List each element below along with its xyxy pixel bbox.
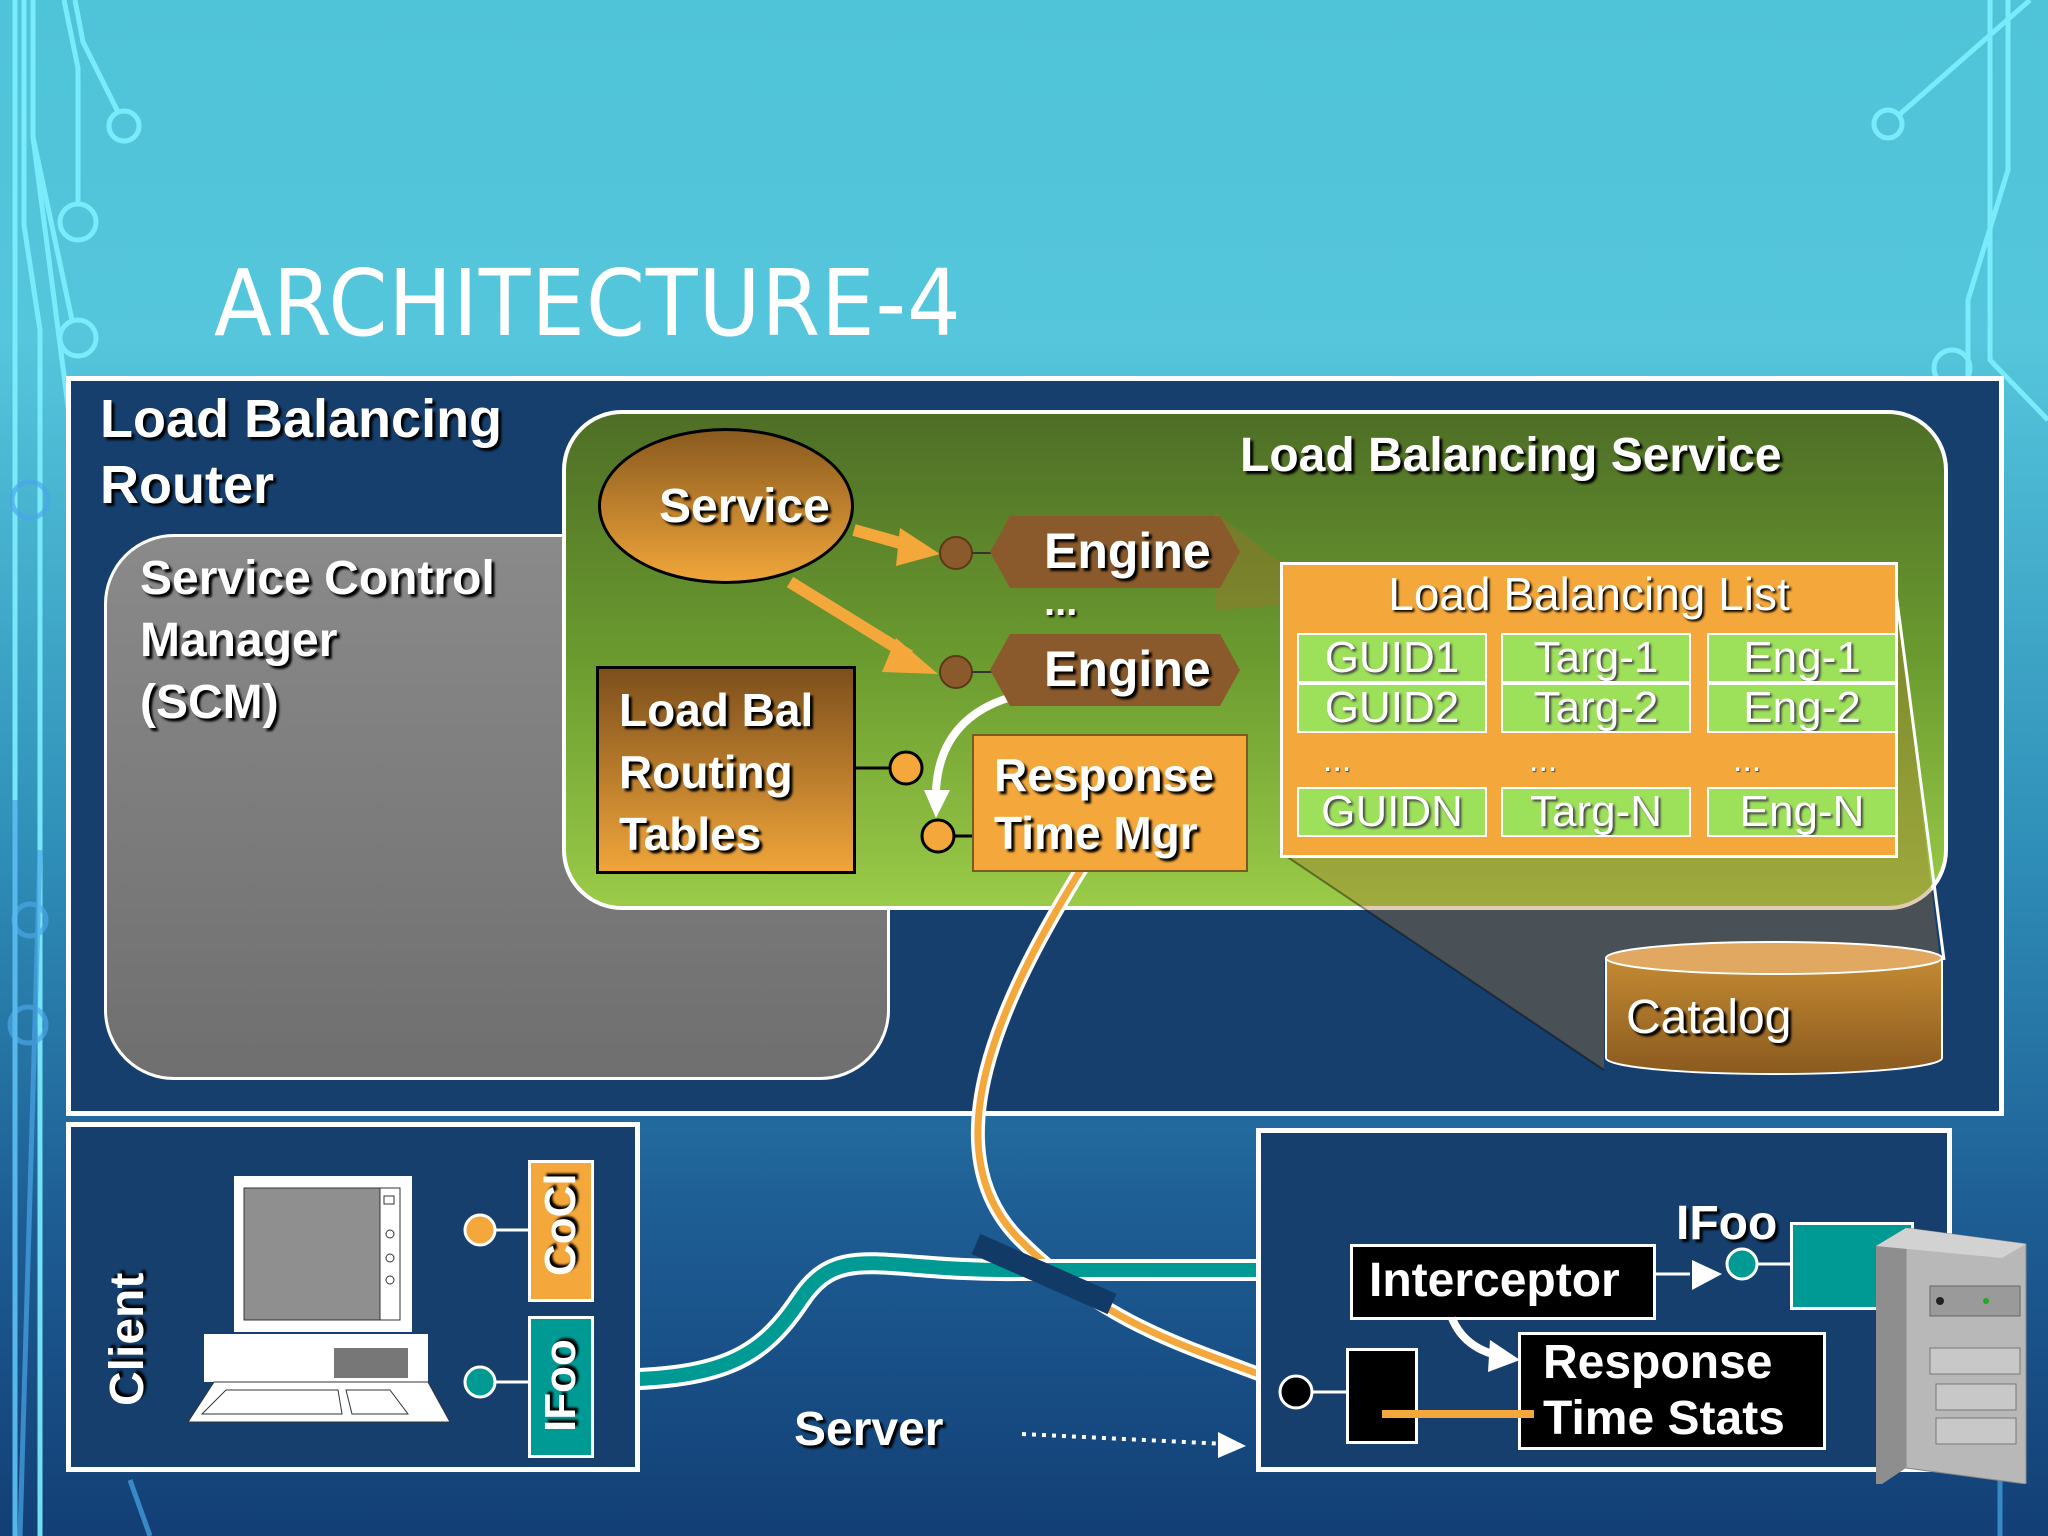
desktop-computer-icon: [188, 1176, 451, 1423]
response-time-stats-box: Response Time Stats: [1518, 1332, 1826, 1450]
routing-tables-interface-dot: [888, 750, 924, 786]
stub-interface-dot: [1278, 1374, 1314, 1410]
ifoo-interface-dot: [463, 1365, 497, 1399]
server-ifoo-dot: [1725, 1247, 1759, 1281]
router-title-line1: Load Balancing: [100, 389, 503, 449]
scm-title: Service Control Manager (SCM): [140, 548, 495, 734]
lb-ellipsis: ...: [1323, 741, 1352, 779]
interceptor-box: Interceptor: [1350, 1244, 1656, 1320]
lb-list-title: Load Balancing List: [1388, 568, 1790, 620]
server-dotted-arrow: [1021, 1432, 1246, 1458]
scm-title-line2: Manager: [140, 614, 338, 667]
scm-title-line3: (SCM): [140, 676, 279, 729]
catalog-label: Catalog: [1626, 991, 1792, 1044]
rts-line1: Response: [1543, 1336, 1773, 1389]
crossover-bridge: [971, 1233, 1117, 1315]
lb-cell: Eng-2: [1707, 683, 1897, 733]
server-label: Server: [794, 1403, 944, 1456]
router-title-line2: Router: [100, 455, 274, 515]
lb-cell: Targ-2: [1501, 683, 1691, 733]
engine-node-2: Engine: [990, 634, 1240, 706]
cocl-interface-box: [528, 1160, 594, 1302]
engine-ellipsis: ...: [1044, 580, 1078, 624]
server-ifoo-label: IFoo: [1676, 1197, 1778, 1250]
lb-cell: GUIDN: [1297, 787, 1487, 837]
scm-title-line1: Service Control: [140, 552, 495, 605]
load-balancing-list: Load Balancing List GUID1 Targ-1 Eng-1 G…: [1280, 562, 1898, 858]
routing-tables-box: Load Bal Routing Tables: [596, 666, 856, 874]
interceptor-label: Interceptor: [1369, 1254, 1620, 1307]
lb-cell: Eng-1: [1707, 633, 1897, 683]
lb-cell: GUID2: [1297, 683, 1487, 733]
cocl-interface-dot: [463, 1213, 497, 1247]
routing-tables-line3: Tables: [619, 808, 762, 860]
routing-tables-line2: Routing: [619, 746, 793, 798]
service-node: Service: [598, 428, 854, 584]
response-time-mgr-box: Response Time Mgr: [972, 734, 1248, 872]
lb-service-title: Load Balancing Service: [1240, 429, 1782, 482]
lb-cell: Targ-1: [1501, 633, 1691, 683]
rts-line2: Time Stats: [1543, 1392, 1785, 1445]
engine-node-1: Engine: [990, 516, 1240, 588]
lb-cell: Eng-N: [1707, 787, 1897, 837]
engine-label: Engine: [1044, 641, 1211, 697]
ifoo-interface-box: [528, 1316, 594, 1458]
lb-ellipsis: ...: [1529, 741, 1558, 779]
routing-tables-label: Load Bal Routing Tables: [619, 679, 813, 865]
service-label: Service: [659, 480, 830, 533]
routing-tables-line1: Load Bal: [619, 684, 814, 736]
slide-title: ARCHITECTURE-4: [214, 250, 962, 357]
rtm-line1: Response: [994, 749, 1214, 801]
catalog-database-icon: [1605, 941, 1943, 1075]
router-title: Load Balancing Router: [100, 386, 502, 518]
interceptor-arrow: [1692, 1260, 1722, 1290]
stub-black-box: [1346, 1348, 1418, 1444]
service-to-engine2-arrow: [786, 576, 914, 662]
rtm-line2: Time Mgr: [994, 807, 1198, 859]
lb-cell: GUID1: [1297, 633, 1487, 683]
engine-to-rtm-arrow: [932, 694, 1010, 791]
engine-label: Engine: [1044, 523, 1211, 579]
lb-cell: Targ-N: [1501, 787, 1691, 837]
server-tower-icon: [1876, 1228, 2027, 1484]
response-time-mgr-label: Response Time Mgr: [994, 746, 1214, 862]
lb-ellipsis: ...: [1733, 741, 1762, 779]
